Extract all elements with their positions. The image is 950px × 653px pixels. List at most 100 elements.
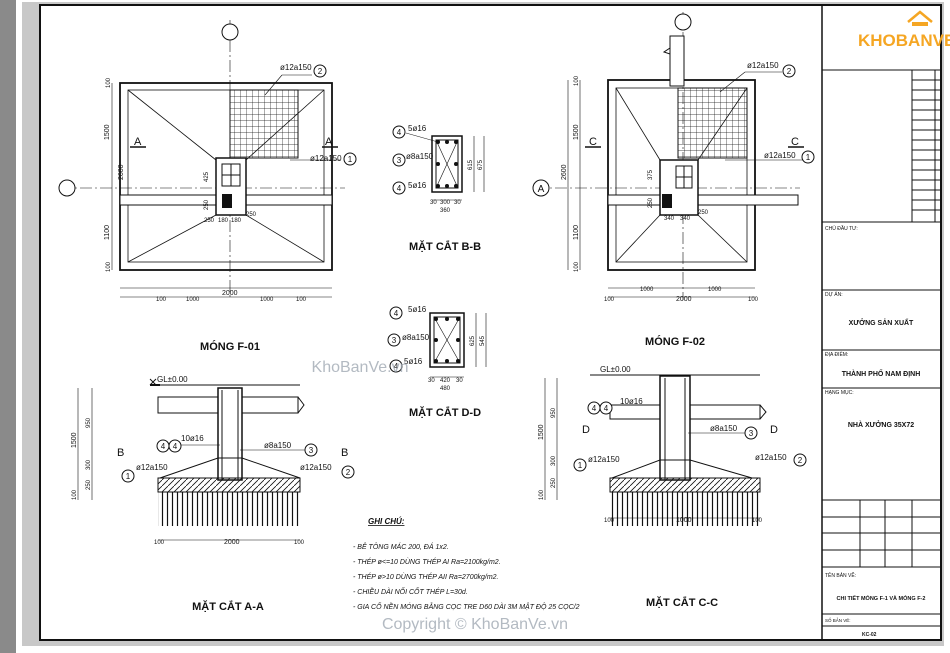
f01-dim-bot-4: 100 [296, 297, 307, 303]
aa-dim-left-2: 300 [86, 459, 92, 470]
bb-rebar-stirrup: ø8a150 [406, 152, 434, 161]
bb-title: MẶT CẮT B-B [409, 240, 481, 253]
f01-col-dim-4: 180 [231, 218, 242, 224]
f02-dim-left-1: 1500 [573, 124, 580, 140]
plan-f02: A C C ø12a150 2 ø12a150 1 100 1500 2600 [532, 12, 815, 348]
f02-dim-bot-0: 100 [604, 297, 615, 303]
f02-rebar-top-no: 2 [787, 67, 792, 76]
cc-no2: 2 [798, 456, 803, 465]
note-line-2: - THÉP ø<=10 DÙNG THÉP AI Ra=2100kg/m2. [353, 557, 501, 566]
aa-sec-b-right: B [341, 447, 348, 459]
aa-rebar-1: ø12a150 [136, 463, 168, 472]
f01-col-dim-2: 250 [204, 218, 215, 224]
f01-dim-bot-0: 100 [156, 297, 167, 303]
bb-no3: 3 [397, 156, 402, 165]
f02-dim-bot-4: 100 [748, 297, 759, 303]
aa-dim-left-0: 950 [86, 417, 92, 428]
item-label: HẠNG MỤC: [825, 390, 854, 396]
logo-text: KHOBANVE [858, 31, 950, 50]
notes: GHI CHÚ: - BÊ TÔNG MÁC 200, ĐÁ 1x2. - TH… [353, 517, 580, 611]
dd-dim-bot-3: 480 [440, 386, 451, 392]
aa-no4b: 4 [173, 442, 178, 451]
cc-rebar-1: ø12a150 [588, 455, 620, 464]
section-mark-c-left: C [589, 136, 597, 148]
aa-no4a: 4 [161, 442, 166, 451]
f01-rebar-right: ø12a150 [310, 154, 342, 163]
dd-title: MẶT CẮT D-D [409, 406, 481, 419]
f02-rebar-top: ø12a150 [747, 61, 779, 70]
project-name: XƯỞNG SẢN XUẤT [849, 317, 914, 327]
brand-logo: KHOBANVE [858, 10, 950, 50]
sheet-label: SỐ BẢN VẼ: [825, 617, 851, 623]
notes-heading: GHI CHÚ: [368, 517, 405, 526]
bb-dim-right-1: 615 [468, 159, 474, 170]
drawing-label: TÊN BẢN VẼ: [825, 571, 856, 579]
cc-sec-d-left: D [582, 424, 590, 436]
dd-no3: 3 [392, 336, 397, 345]
f02-dim-left-2: 2600 [561, 164, 568, 180]
section-mark-a-right: A [325, 136, 333, 148]
f01-dim-bot-3: 1000 [260, 297, 274, 303]
bb-dim-bot-2: 30 [454, 200, 461, 206]
f02-col-dim-2: 340 [664, 216, 675, 222]
f01-dim-left-3: 1100 [104, 225, 111, 240]
f01-title: MÓNG F-01 [200, 340, 260, 353]
f01-col-dim-1: 250 [204, 199, 210, 210]
bb-no4-bot: 4 [397, 184, 402, 193]
cc-dim-left-4: 100 [539, 489, 545, 500]
f02-dim-bot-3: 1000 [708, 287, 722, 293]
drawing-name: CHI TIẾT MÓNG F-1 VÀ MÓNG F-2 [837, 594, 926, 602]
title-block: KHOBANVE CHỦ ĐẦU TƯ: DỰ ÁN: XƯỞNG SẢN XU… [821, 5, 950, 640]
owner-label: CHỦ ĐẦU TƯ: [825, 225, 858, 232]
f02-title: MÓNG F-02 [645, 335, 705, 348]
f02-dim-bot-2: 2000 [676, 296, 692, 303]
f02-col-dim-1: 250 [648, 197, 654, 208]
cc-no1: 1 [578, 461, 583, 470]
f01-dim-left-4: 100 [106, 261, 112, 272]
f01-dim-bot-1: 1000 [186, 297, 200, 303]
location-name: THÀNH PHỐ NAM ĐỊNH [842, 368, 921, 378]
aa-dim-left-1: 1500 [71, 432, 78, 448]
f02-rebar-right: ø12a150 [764, 151, 796, 160]
dd-dim-bot-2: 30 [456, 378, 463, 384]
cc-rebar-main: 10ø16 [620, 397, 643, 406]
section-mark-a-left: A [134, 136, 142, 148]
bb-dim-right-0: 675 [478, 159, 484, 170]
aa-no1: 1 [126, 472, 131, 481]
f01-dim-left-2: 2600 [118, 164, 125, 180]
f01-col-dim-3: 180 [218, 218, 229, 224]
aa-dim-bot-0: 100 [154, 540, 165, 546]
sheet-number: KC-02 [862, 632, 877, 638]
aa-no3: 3 [309, 446, 314, 455]
aa-title: MẶT CẮT A-A [192, 600, 264, 613]
watermark-text: KhoBanVe.vn [312, 359, 409, 376]
cc-dim-left-2: 300 [551, 455, 557, 466]
item-name: NHÀ XƯỞNG 35X72 [848, 420, 914, 429]
aa-gl: GL±0.00 [157, 375, 188, 384]
bb-rebar-bot: 5ø16 [408, 181, 427, 190]
section-cc: GL±0.00 4 4 10ø16 ø8a150 3 1 ø12a150 ø12… [538, 365, 807, 609]
cc-title: MẶT CẮT C-C [646, 596, 718, 609]
note-line-1: - BÊ TÔNG MÁC 200, ĐÁ 1x2. [353, 542, 449, 551]
note-line-5: - GIA CỐ NỀN MÓNG BẰNG CỌC TRE D60 DÀI 3… [353, 601, 580, 611]
f01-dim-bot-2: 2000 [222, 290, 238, 297]
f02-col-dim-0: 375 [648, 169, 654, 180]
dd-dim-right-0: 545 [480, 335, 486, 346]
f02-dim-left-4: 100 [574, 261, 580, 272]
cc-dim-left-1: 1500 [538, 424, 545, 440]
aa-rebar-stirrup: ø8a150 [264, 441, 292, 450]
sheet-border [39, 4, 942, 641]
f02-rebar-right-no: 1 [806, 153, 811, 162]
dd-no4-top: 4 [394, 309, 399, 318]
cc-no4a: 4 [592, 404, 597, 413]
cc-no3: 3 [749, 429, 754, 438]
cc-dim-left-0: 950 [551, 407, 557, 418]
f02-col-dim-3: 340 [680, 216, 691, 222]
f02-axis-label: A [538, 184, 545, 195]
cc-dim-bot-2: 100 [752, 518, 763, 524]
aa-no2: 2 [346, 468, 351, 477]
f01-col-dim-5: 250 [246, 212, 257, 218]
f02-col-dim-4: 250 [698, 210, 709, 216]
note-line-3: - THÉP ø>10 DÙNG THÉP AII Ra=2700kg/m2. [353, 572, 499, 581]
dd-rebar-top: 5ø16 [408, 305, 427, 314]
